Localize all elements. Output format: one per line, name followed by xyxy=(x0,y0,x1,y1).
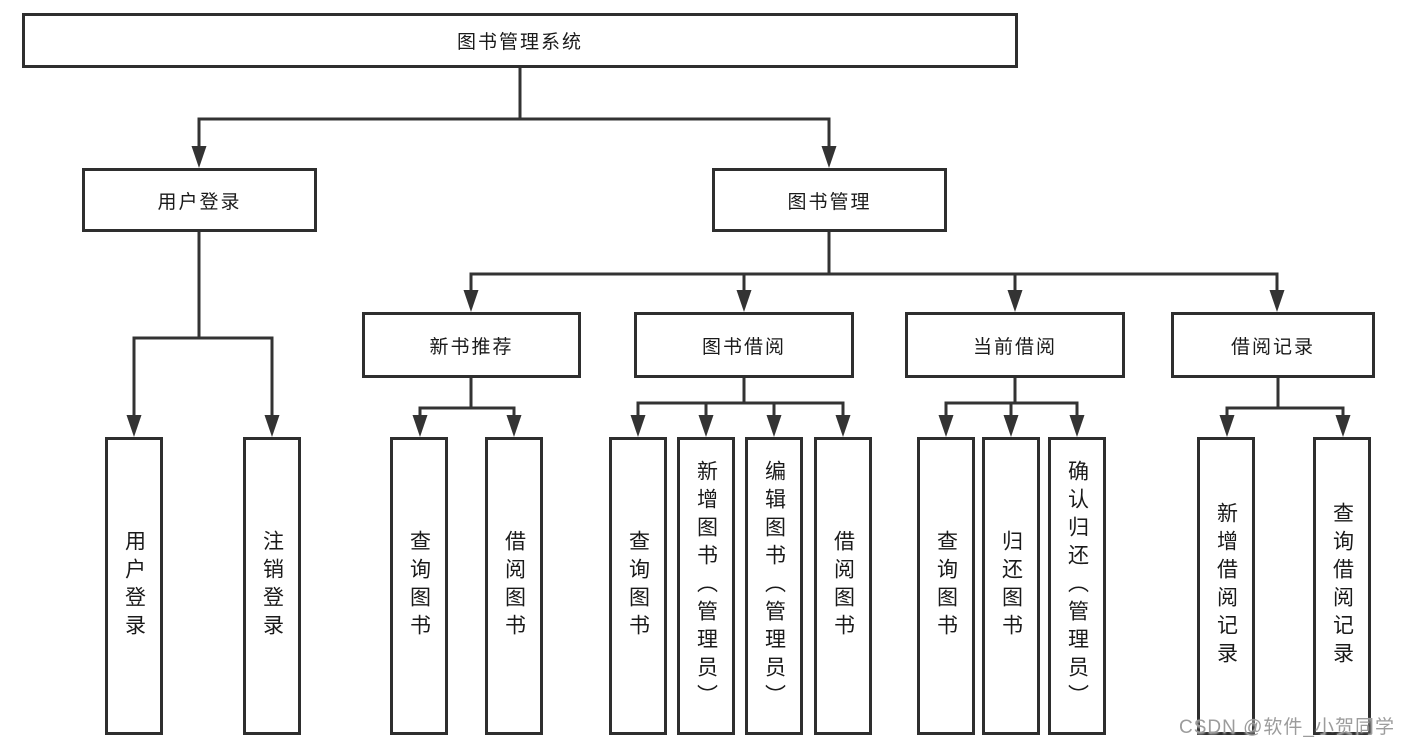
node-section-current-borrowing: 当前借阅 xyxy=(905,312,1125,378)
leaf-borrow-books-borrowing: 借阅图书 xyxy=(814,437,872,735)
leaf-query-books-current: 查询图书 xyxy=(917,437,975,735)
leaf-edit-book-admin: 编辑图书（管理员） xyxy=(745,437,803,735)
leaf-query-borrow-record: 查询借阅记录 xyxy=(1313,437,1371,735)
node-book-management-branch: 图书管理 xyxy=(712,168,947,232)
watermark-text: CSDN @软件_小贺同学 xyxy=(1179,717,1395,738)
node-section-borrowing-records: 借阅记录 xyxy=(1171,312,1375,378)
node-library-management-system: 图书管理系统 xyxy=(22,13,1018,68)
node-section-book-borrowing: 图书借阅 xyxy=(634,312,854,378)
leaf-confirm-return-admin: 确认归还（管理员） xyxy=(1048,437,1106,735)
leaf-user-login: 用户登录 xyxy=(105,437,163,735)
leaf-logout: 注销登录 xyxy=(243,437,301,735)
leaf-query-books-borrowing: 查询图书 xyxy=(609,437,667,735)
leaf-return-book: 归还图书 xyxy=(982,437,1040,735)
leaf-add-book-admin: 新增图书（管理员） xyxy=(677,437,735,735)
arrowheads xyxy=(126,146,1351,437)
leaf-query-books-recommend: 查询图书 xyxy=(390,437,448,735)
node-section-new-book-recommendation: 新书推荐 xyxy=(362,312,581,378)
leaf-borrow-books-recommend: 借阅图书 xyxy=(485,437,543,735)
node-user-login-branch: 用户登录 xyxy=(82,168,317,232)
leaf-add-borrow-record: 新增借阅记录 xyxy=(1197,437,1255,735)
